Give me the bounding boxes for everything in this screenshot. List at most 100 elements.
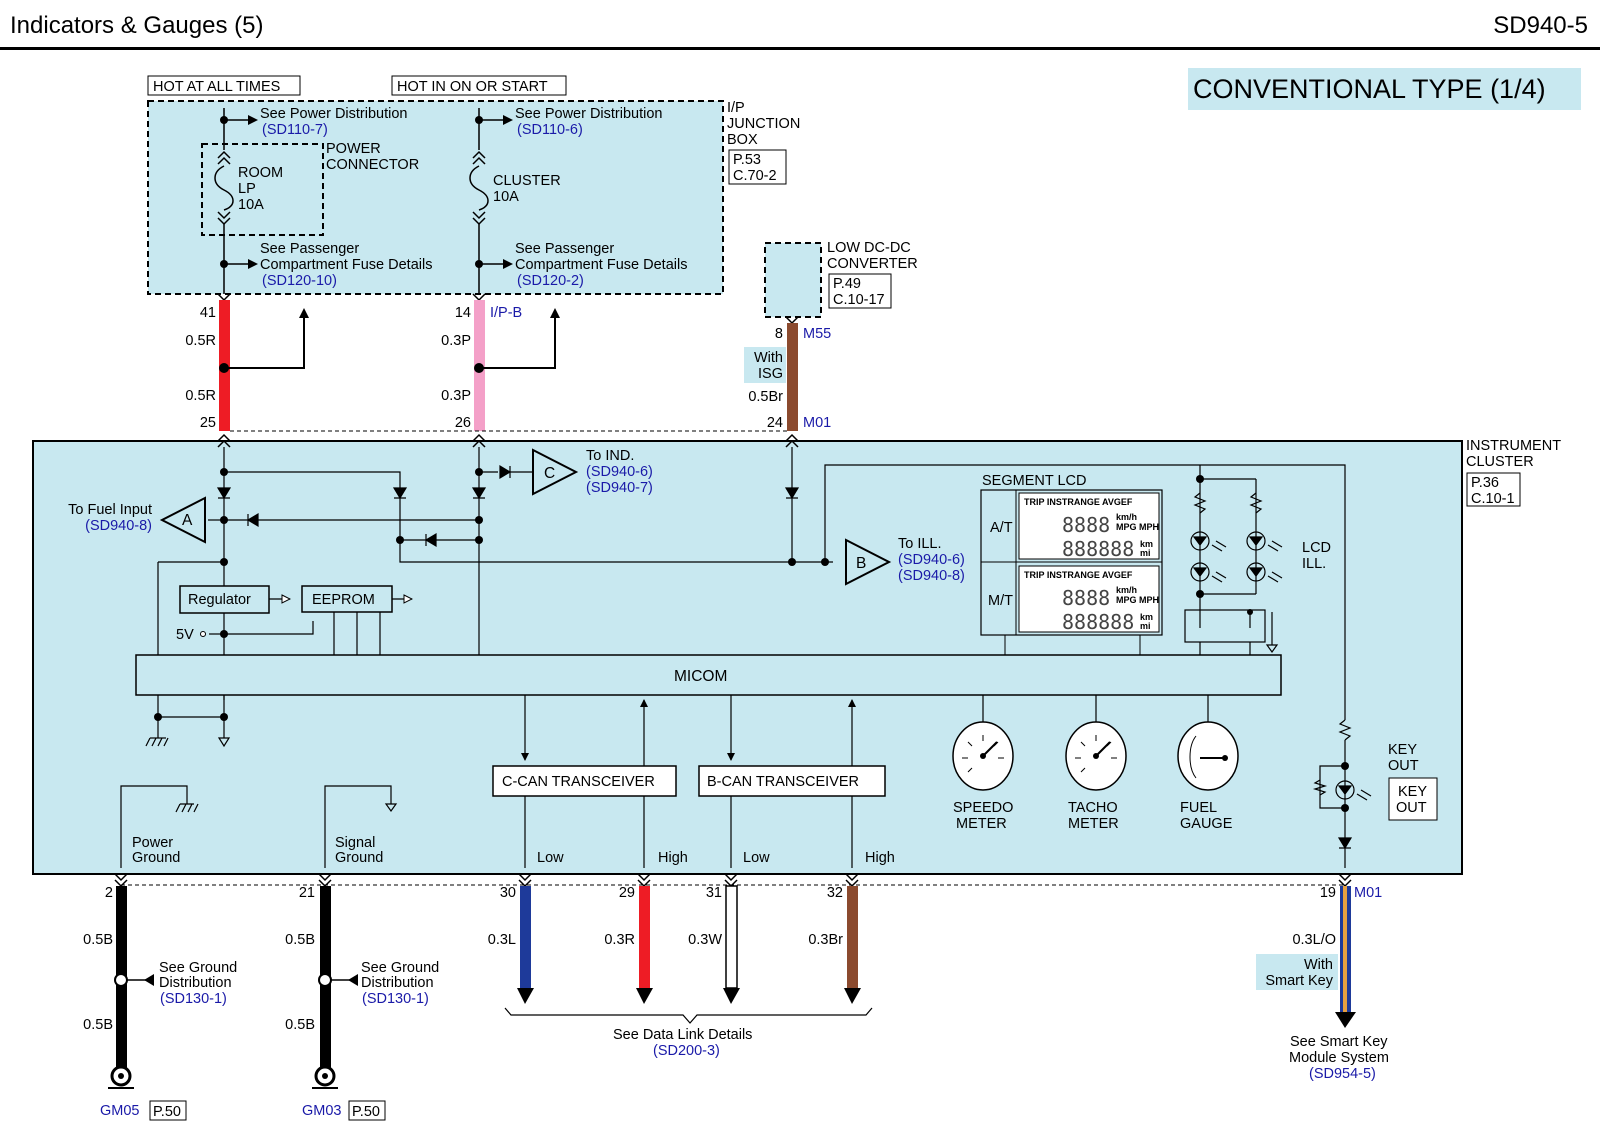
wire-0-3p-b: 0.3P (441, 388, 471, 404)
ground-gm03-ref: P.50 (352, 1104, 380, 1120)
header-bar: Indicators & Gauges (5) SD940-5 (0, 0, 1600, 50)
to-ill-ref1[interactable]: (SD940-6) (898, 552, 965, 568)
signal-ground-l1: Signal (335, 835, 375, 851)
lcd-at-unit2: MPG MPH (1116, 522, 1159, 532)
see-ground-2-ref[interactable]: (SD130-1) (362, 991, 429, 1007)
lcd-mt-unit3: km (1140, 612, 1153, 622)
lcd-mt-row1: TRIP INSTRANGE AVGEF (1024, 570, 1133, 580)
b-can-transceiver: B-CAN TRANSCEIVER (707, 774, 859, 790)
hot-at-all-times-label: HOT AT ALL TIMES (153, 79, 280, 95)
dcdc-ref-conn: C.10-17 (833, 292, 885, 308)
segment-lcd-label: SEGMENT LCD (982, 473, 1086, 489)
wire-0-3w: 0.3W (688, 932, 722, 948)
see-ground-1b: Distribution (159, 975, 232, 991)
b-can-high: High (865, 850, 895, 866)
c-can-transceiver: C-CAN TRANSCEIVER (502, 774, 655, 790)
instrument-cluster: INSTRUMENT CLUSTER P.36 C.10-1 (32, 433, 1561, 875)
see-ground-1-ref[interactable]: (SD130-1) (160, 991, 227, 1007)
junction-box: HOT AT ALL TIMES HOT IN ON OR START I/P … (147, 75, 800, 295)
to-fuel-ref[interactable]: (SD940-8) (85, 518, 152, 534)
five-v-label: 5V (176, 627, 194, 643)
fuse-cluster-l2: 10A (493, 189, 519, 205)
diagram-code: SD940-5 (1493, 12, 1588, 39)
fuse-room-l2: LP (238, 181, 256, 197)
pin-41: 41 (200, 305, 216, 321)
wire-0-3r: 0.3R (604, 932, 635, 948)
conn-ip-b: I/P-B (490, 305, 522, 321)
see-smart-key-ref[interactable]: (SD954-5) (1309, 1066, 1376, 1082)
tachometer-gauge (1065, 721, 1127, 791)
pin-26: 26 (455, 415, 471, 431)
lcd-ill-l1: LCD (1302, 540, 1331, 556)
see-pass-fuse-1b: Compartment Fuse Details (260, 257, 432, 273)
jb-name-3: BOX (727, 132, 758, 148)
lcd-at-unit1: km/h (1116, 512, 1137, 522)
jb-name-1: I/P (727, 100, 745, 116)
to-ill-ref2[interactable]: (SD940-8) (898, 568, 965, 584)
see-pass-fuse-1a: See Passenger (260, 241, 359, 257)
power-connector-l2: CONNECTOR (326, 157, 419, 173)
room-lp-fuse-symbol (214, 165, 234, 211)
see-pass-fuse-2b: Compartment Fuse Details (515, 257, 687, 273)
see-smart-key-l2: Module System (1289, 1050, 1389, 1066)
wire-red-041: 41 0.5R 0.5R 25 (185, 293, 309, 431)
b-can-low: Low (743, 850, 770, 866)
pin-30: 30 (500, 885, 516, 901)
jb-ref-page: P.53 (733, 152, 761, 168)
with-smart-key-l2: Smart Key (1265, 973, 1333, 989)
a-label: A (182, 512, 193, 529)
signal-ground-l2: Ground (335, 850, 383, 866)
see-pass-fuse-2-ref[interactable]: (SD120-2) (517, 273, 584, 289)
dcdc-l1: LOW DC-DC (827, 240, 911, 256)
see-ground-1a: See Ground (159, 960, 237, 976)
wire-ground-gm03: 21 0.5B 0.5B See Ground Distribution (SD… (285, 885, 439, 1121)
wire-0-5b-2a: 0.5B (285, 932, 315, 948)
see-pass-fuse-1-ref[interactable]: (SD120-10) (262, 273, 337, 289)
wire-0-5br: 0.5Br (748, 389, 783, 405)
key-out-box-l2: OUT (1396, 800, 1427, 816)
pin-14: 14 (455, 305, 471, 321)
power-connector-l1: POWER (326, 141, 381, 157)
ground-gm03: GM03 (302, 1103, 342, 1119)
see-power-dist-1-ref[interactable]: (SD110-7) (262, 122, 328, 138)
wire-0-5b-1a: 0.5B (83, 932, 113, 948)
lcd-mt-label: M/T (988, 593, 1013, 609)
cluster-fuse-symbol (469, 165, 489, 211)
connector-c-triangle (532, 448, 579, 496)
key-out-label-l2: OUT (1388, 758, 1419, 774)
tacho-l1: TACHO (1068, 800, 1118, 816)
fuse-room-l3: 10A (238, 197, 264, 213)
wire-pink-014: 14 I/P-B 0.3P 0.3P 26 (441, 293, 560, 431)
wire-0-5r-b: 0.5R (185, 388, 216, 404)
fuse-room-l1: ROOM (238, 165, 283, 181)
lcd-at-unit4: mi (1140, 548, 1151, 558)
ground-gm05: GM05 (100, 1103, 140, 1119)
conn-m55: M55 (803, 326, 831, 342)
wire-0-3l: 0.3L (488, 932, 516, 948)
diode-4 (784, 487, 800, 500)
hot-in-on-label: HOT IN ON OR START (397, 79, 548, 95)
see-power-dist-2-ref[interactable]: (SD110-6) (517, 122, 583, 138)
to-ind-ref2[interactable]: (SD940-7) (586, 480, 653, 496)
wire-0-3p-a: 0.3P (441, 333, 471, 349)
conn-m01-bottom: M01 (1354, 885, 1382, 901)
speedometer-gauge (952, 721, 1014, 791)
fuse-cluster-l1: CLUSTER (493, 173, 561, 189)
speedo-l2: METER (956, 816, 1007, 832)
pin-32: 32 (827, 885, 843, 901)
pin-8: 8 (775, 326, 783, 342)
diode-6 (424, 532, 437, 548)
see-data-link: See Data Link Details (613, 1027, 752, 1043)
lcd-at-row1: TRIP INSTRANGE AVGEF (1024, 497, 1133, 507)
lcd-at-digits1: 8888 (1062, 513, 1110, 537)
lcd-mt-digits1: 8888 (1062, 586, 1110, 610)
see-data-link-ref[interactable]: (SD200-3) (653, 1043, 720, 1059)
pin-19: 19 (1320, 885, 1336, 901)
to-ind-ref1[interactable]: (SD940-6) (586, 464, 653, 480)
c-label: C (544, 465, 555, 482)
wire-ground-gm05: 2 0.5B 0.5B See Ground Distribution (SD1… (83, 885, 237, 1121)
key-out-label-l1: KEY (1388, 742, 1417, 758)
lcd-mt-unit2: MPG MPH (1116, 595, 1159, 605)
see-ground-2a: See Ground (361, 960, 439, 976)
